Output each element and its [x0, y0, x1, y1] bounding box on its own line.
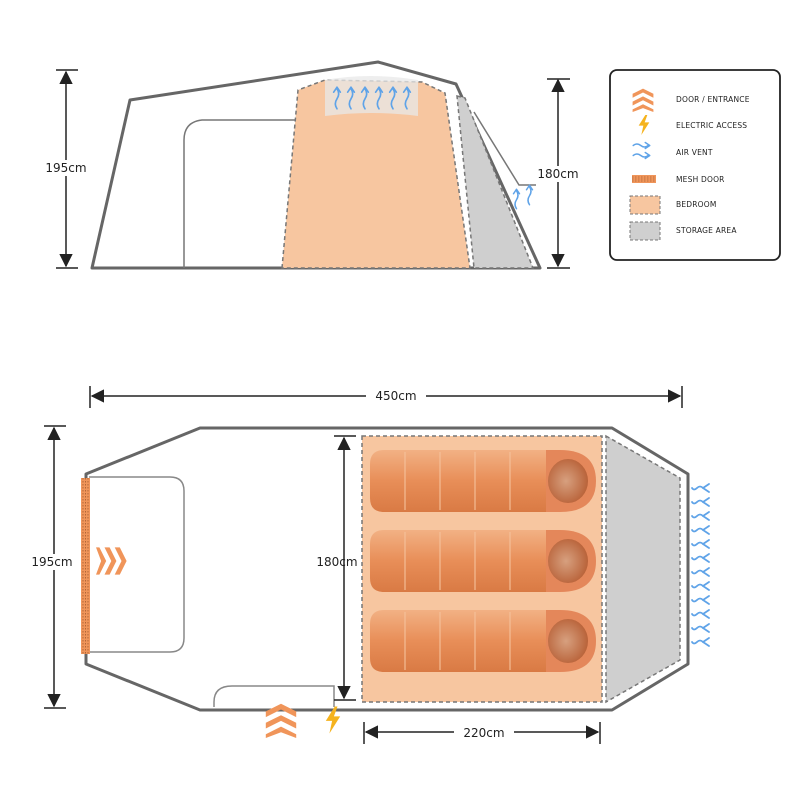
- floor-plan: 450cm 195cm 180cm 220cm: [24, 386, 710, 744]
- front-living-area-outline: [89, 476, 185, 653]
- side-height-right-label: 180cm: [537, 167, 578, 181]
- mesh-door-icon: [632, 175, 656, 183]
- side-door-threshold: [213, 685, 335, 707]
- side-bedroom-area: [281, 79, 471, 269]
- width-label: 195cm: [31, 555, 72, 569]
- side-height-left-label: 195cm: [45, 161, 86, 175]
- side-rear-vent-flap: [473, 111, 536, 186]
- legend-label-storage: STORAGE AREA: [676, 226, 737, 235]
- legend: DOOR / ENTRANCE ELECTRIC ACCESS AIR VENT…: [609, 69, 781, 261]
- length-label: 450cm: [375, 389, 416, 403]
- side-view: 195cm 180cm: [38, 60, 586, 270]
- sleeping-bag: [370, 450, 596, 512]
- sleeping-bag: [370, 530, 596, 592]
- legend-label-door: DOOR / ENTRANCE: [676, 95, 750, 104]
- bedroom-length-label: 220cm: [463, 726, 504, 740]
- legend-label-bedroom: BEDROOM: [676, 200, 717, 209]
- sleeping-bags: [370, 450, 596, 672]
- legend-label-mesh-door: MESH DOOR: [676, 175, 725, 184]
- storage-area-swatch: [629, 221, 661, 241]
- side-vent-window: [325, 76, 418, 116]
- side-door-outline: [183, 119, 295, 268]
- mesh-door: [81, 478, 90, 654]
- storage-area: [605, 434, 681, 704]
- side-storage-area: [456, 95, 535, 269]
- rear-vent-icons: [691, 483, 710, 647]
- bedroom-depth-label: 180cm: [316, 555, 357, 569]
- bedroom-swatch: [629, 195, 661, 215]
- sleeping-bag: [370, 610, 596, 672]
- legend-label-electric: ELECTRIC ACCESS: [676, 121, 747, 130]
- legend-label-air-vent: AIR VENT: [676, 148, 713, 157]
- side-rear-vent-icons: [512, 184, 534, 210]
